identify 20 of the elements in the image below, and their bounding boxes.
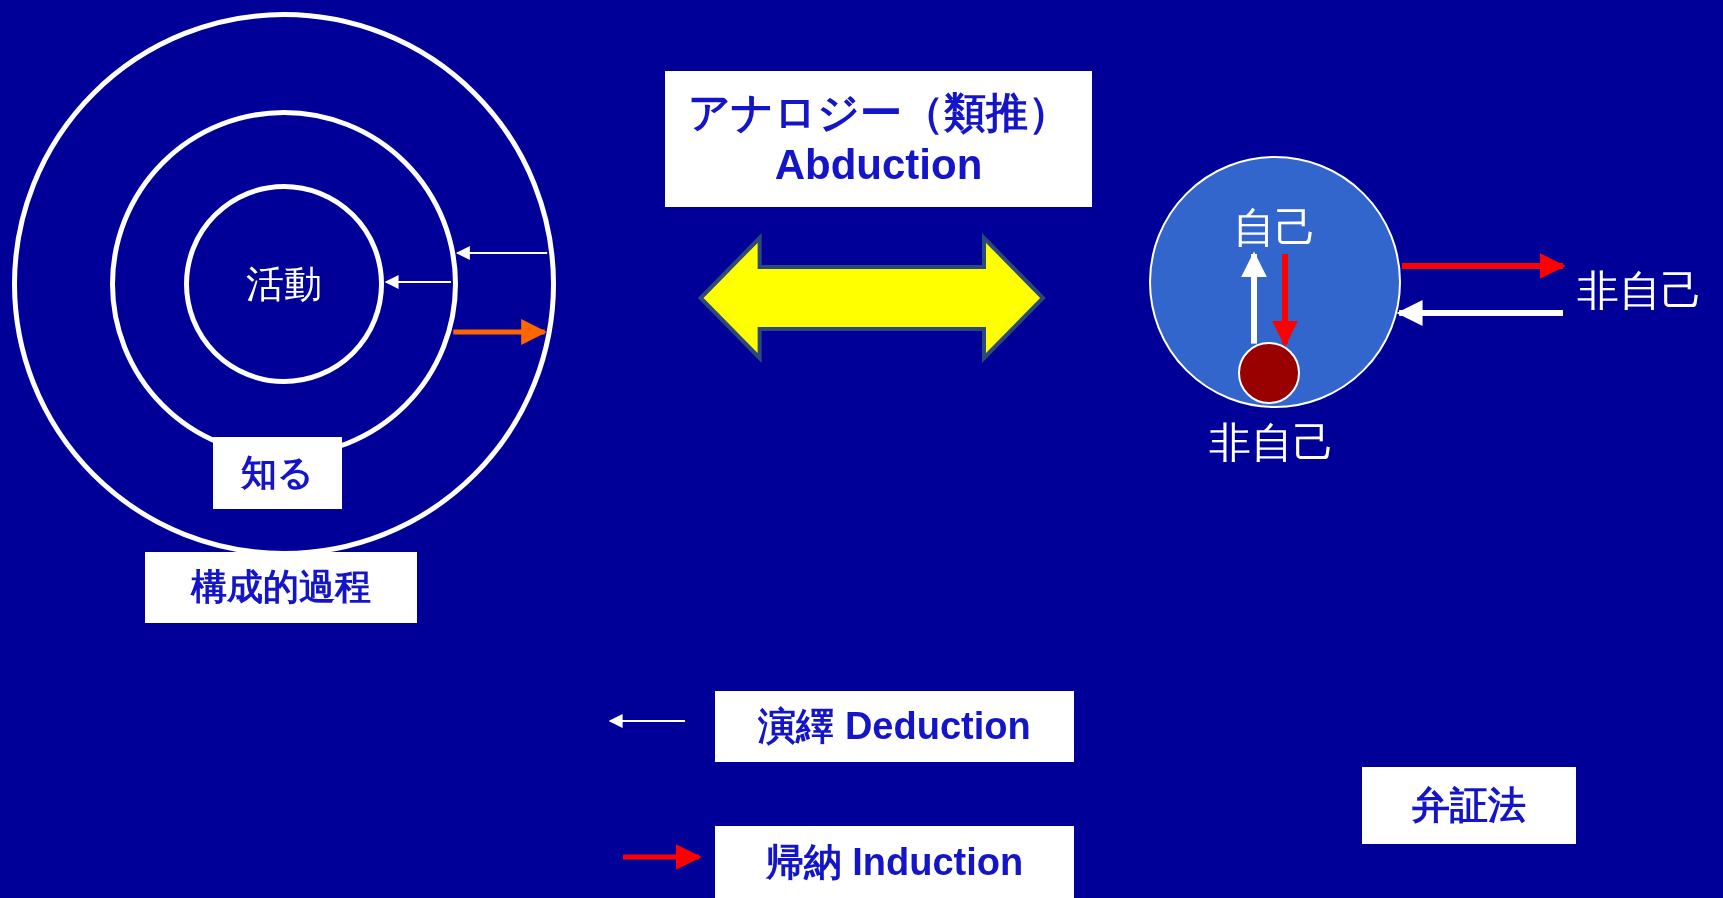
arrow [1272,254,1298,347]
method-box: 弁証法 [1362,767,1576,844]
label-box: 知る [213,437,342,509]
caption-text: 非自己 [1208,418,1336,468]
legend-box: 帰納 Induction [715,826,1074,898]
title-box: アナロジー（類推） Abduction [665,71,1092,207]
arrow [455,246,549,260]
non-self-text: 非自己 [1565,266,1715,316]
arrow [1241,251,1267,344]
inner-circle [184,184,384,384]
double-arrow [697,233,1046,363]
circle-text: 活動 [246,261,322,307]
arrow [1402,253,1566,279]
arrow [453,319,548,345]
self-text: 自己 [1225,204,1325,252]
non-self-dot [1238,342,1300,404]
label-box: 構成的過程 [145,552,417,623]
arrow [1396,300,1563,326]
arrow [384,275,452,289]
legend-box: 演繹 Deduction [715,691,1074,762]
